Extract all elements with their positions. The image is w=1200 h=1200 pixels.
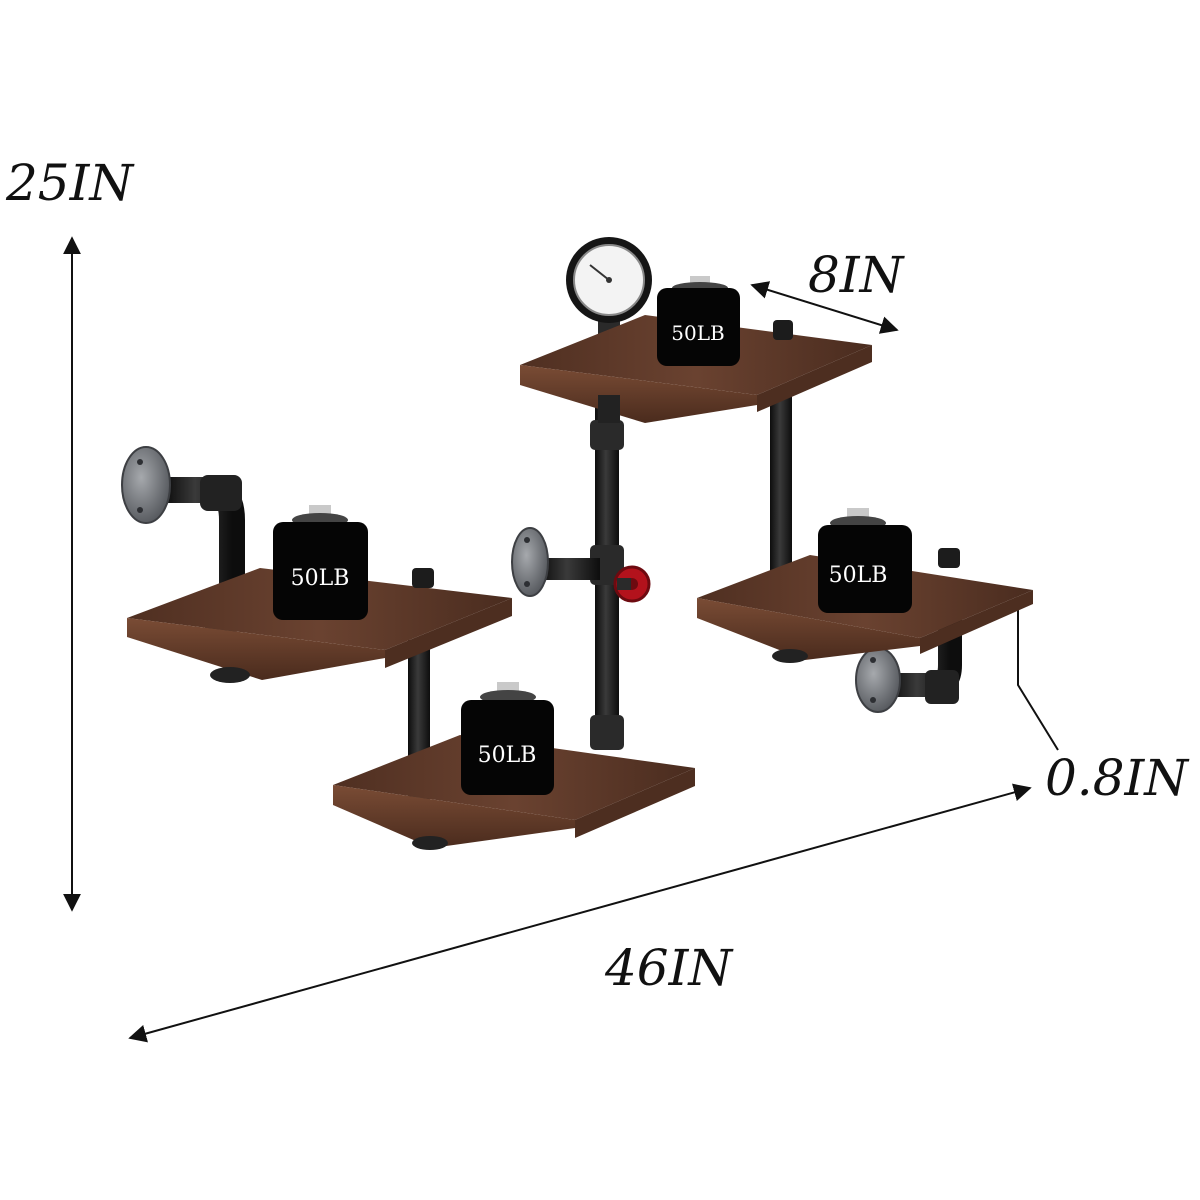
width-dimension-arrow xyxy=(128,783,1032,1043)
height-label: 25IN xyxy=(5,154,135,212)
width-label: 46IN xyxy=(604,939,734,997)
weight-right: 50LB xyxy=(818,508,912,613)
weight-label-top: 50LB xyxy=(671,321,724,345)
weight-bottom: 50LB xyxy=(461,682,554,795)
wall-flange-left xyxy=(121,446,171,524)
weight-top: 50LB xyxy=(657,276,740,366)
wall-flange-center xyxy=(511,527,549,597)
weight-label-bottom: 50LB xyxy=(478,743,537,768)
valve-handle-icon xyxy=(613,565,651,603)
thickness-leader-line xyxy=(1017,600,1059,751)
depth-label: 8IN xyxy=(808,246,906,304)
depth-dimension-arrow xyxy=(750,281,899,334)
thickness-label: 0.8IN xyxy=(1045,749,1190,807)
wall-flange-right xyxy=(855,647,901,713)
weight-left: 50LB xyxy=(273,505,368,620)
weight-label-right: 50LB xyxy=(829,563,888,588)
weight-label-left: 50LB xyxy=(291,566,350,591)
